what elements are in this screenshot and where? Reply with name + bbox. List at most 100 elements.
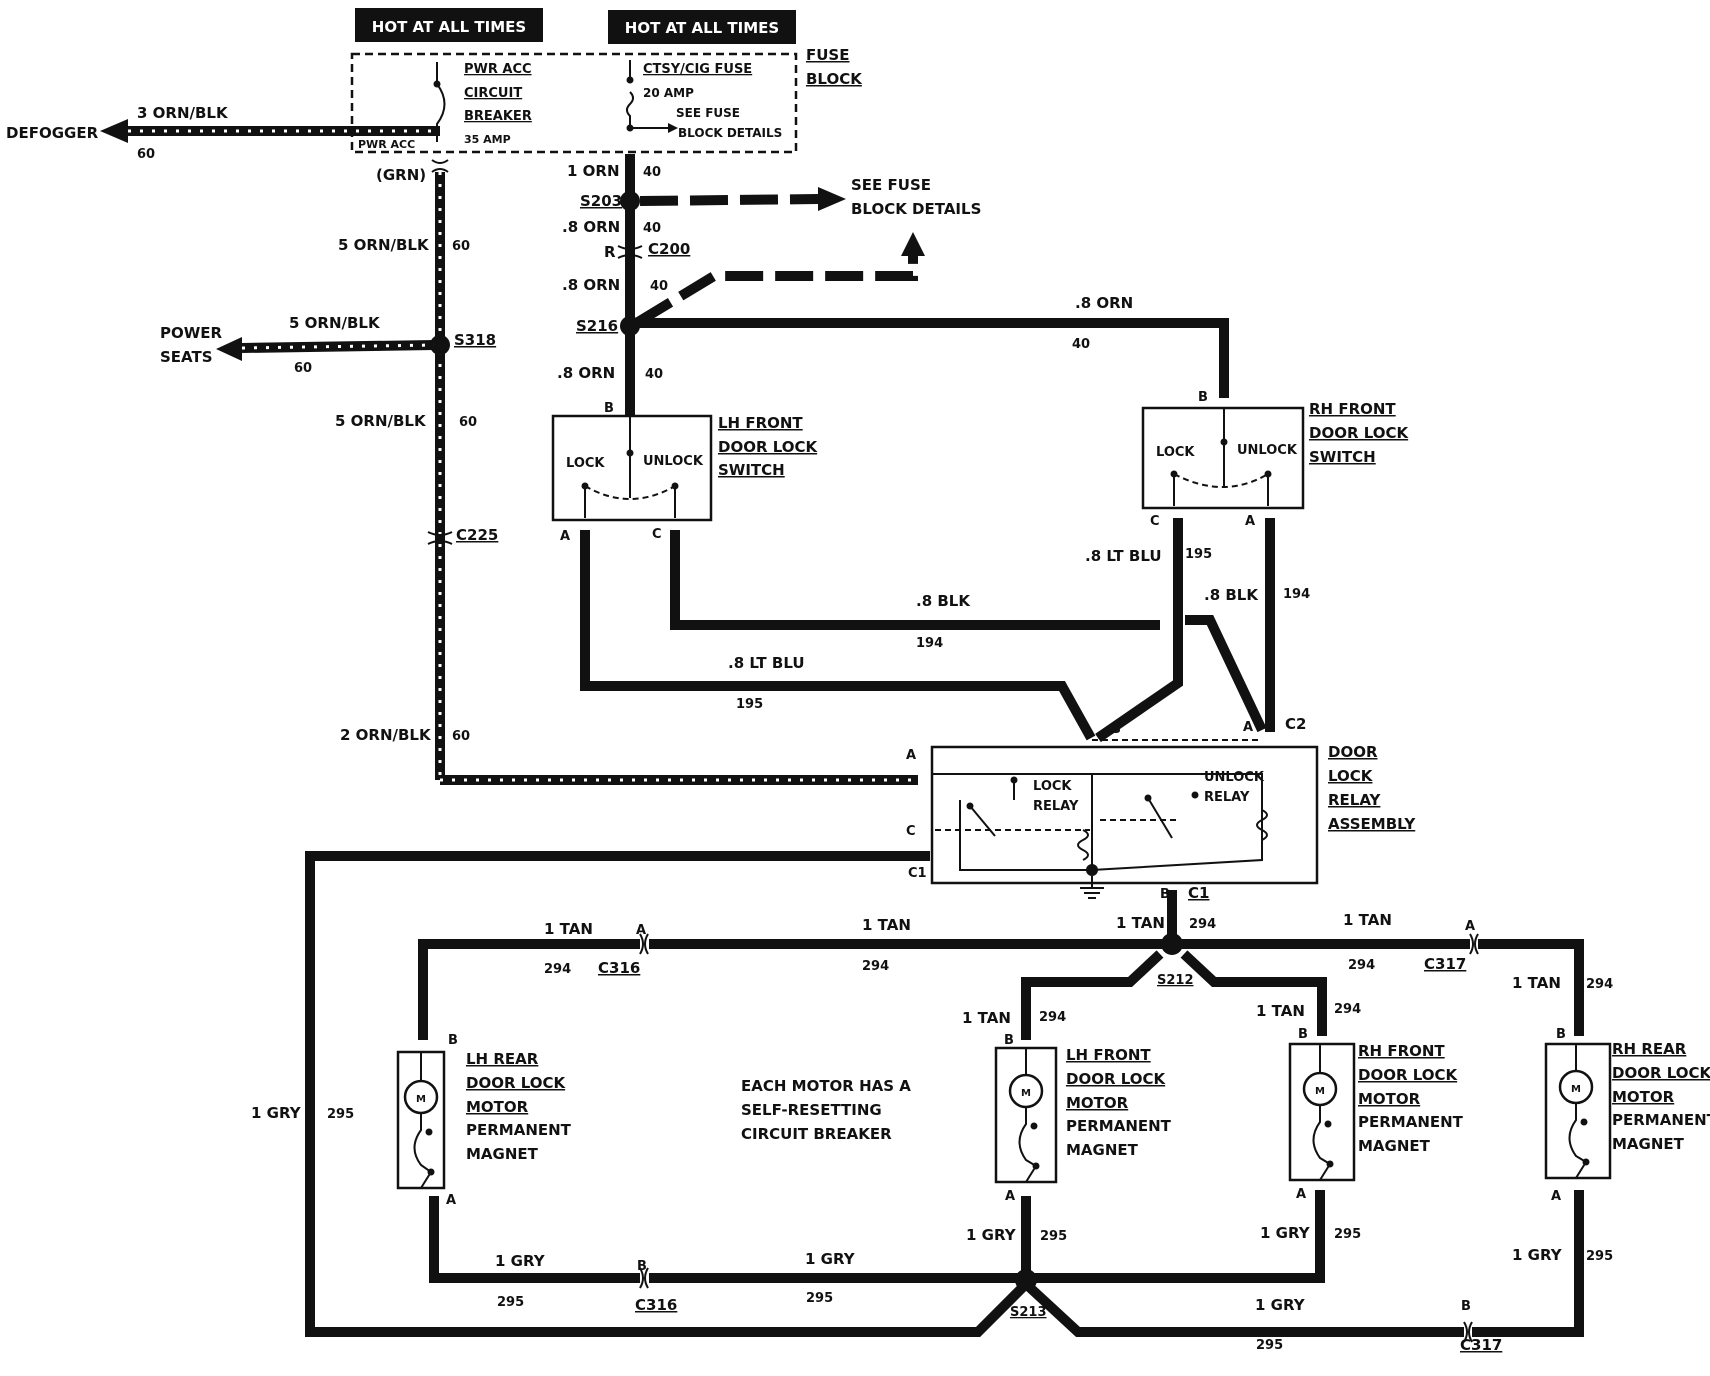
lh-front-title-2: DOOR LOCK <box>1066 1070 1167 1088</box>
rh-rear-motor-m: M <box>1571 1084 1581 1095</box>
blk-circuit-1: 194 <box>916 636 943 651</box>
orn-wire-2: .8 ORN <box>562 218 620 236</box>
unlock-relay-label-2: RELAY <box>1204 790 1250 805</box>
fuse-see-details-2: BLOCK DETAILS <box>678 126 782 140</box>
splice-s212-label: S212 <box>1157 973 1194 988</box>
relay-pin-a-left: A <box>906 748 916 763</box>
gry-wire-lh-rear <box>429 1196 1026 1283</box>
orn-blk-wire-3: 2 ORN/BLK <box>340 726 432 744</box>
unlock-relay-contact <box>1147 797 1173 839</box>
lt-blu-circuit-2: 195 <box>1185 547 1212 562</box>
unlock-relay-label-1: UNLOCK <box>1204 770 1265 785</box>
connector-c225 <box>427 531 453 545</box>
tan-circuit-rhf: 294 <box>1334 1002 1361 1017</box>
defogger-circuit: 60 <box>137 147 155 162</box>
splice-s216-label: S216 <box>576 317 618 335</box>
splice-s213 <box>1015 1269 1037 1291</box>
lh-front-title-1: LH FRONT <box>1066 1046 1151 1064</box>
c317-gry-label: C317 <box>1460 1336 1502 1354</box>
rh-switch-title-3: SWITCH <box>1309 448 1376 466</box>
orn-wire-4: .8 ORN <box>1075 294 1133 312</box>
defogger-arrow <box>100 119 128 143</box>
rh-rear-title-1: RH REAR <box>1612 1040 1687 1058</box>
connector-c1-bottom: C1 <box>1188 884 1209 902</box>
tan-wire-center: 1 TAN <box>1116 914 1165 932</box>
tan-circuit-rh: 294 <box>1348 958 1375 973</box>
gry-circuit-left: 295 <box>327 1107 354 1122</box>
lock-relay-label-1: LOCK <box>1033 779 1072 794</box>
tan-circuit-lh: 294 <box>862 959 889 974</box>
fuse-block-title-2: BLOCK <box>806 70 863 88</box>
rh-front-sub-2: MAGNET <box>1358 1137 1431 1155</box>
rh-rear-title-2: DOOR LOCK <box>1612 1064 1710 1082</box>
pwr-acc-terminal-label: PWR ACC <box>358 138 415 151</box>
connector-c2-label: C2 <box>1285 715 1306 733</box>
lh-front-sub-2: MAGNET <box>1066 1141 1139 1159</box>
ctsy-fuse-amp: 20 AMP <box>643 86 694 100</box>
lh-front-switch-box <box>551 414 713 522</box>
splice-s318 <box>430 335 450 355</box>
orn-circuit-3: 40 <box>650 279 668 294</box>
lh-switch-a-wire <box>580 530 1096 741</box>
gry-wire-mid-label: 1 GRY <box>805 1250 856 1268</box>
rh-switch-crossover-wire <box>1185 615 1267 733</box>
lh-switch-title-2: DOOR LOCK <box>718 438 819 456</box>
lh-front-motor-m: M <box>1021 1088 1031 1099</box>
lt-blu-wire-2: .8 LT BLU <box>1085 547 1162 565</box>
relay-pin-b: B <box>1111 722 1121 737</box>
hot-label-box-2 <box>608 10 796 44</box>
c316-gry-label: C316 <box>635 1296 677 1314</box>
rh-front-pin-b: B <box>1298 1027 1308 1042</box>
ctsy-fuse-symbol <box>626 60 634 128</box>
lh-rear-motor: B M A <box>396 1033 458 1208</box>
lh-switch-title-3: SWITCH <box>718 461 785 479</box>
relay-pin-b-bottom: B <box>1160 887 1170 902</box>
orn-circuit-1: 40 <box>643 165 661 180</box>
power-seats-circuit: 60 <box>294 361 312 376</box>
lh-front-pin-b: B <box>1004 1033 1014 1048</box>
power-seats-arrow <box>216 337 242 361</box>
tan-wire-lh-rear-label: 1 TAN <box>544 920 593 938</box>
relay-title-1: DOOR <box>1328 743 1378 761</box>
power-seats-label-2: SEATS <box>160 348 213 366</box>
connector-c317-tan <box>1469 933 1479 955</box>
lh-switch-unlock: UNLOCK <box>643 454 704 469</box>
motor-note-1: EACH MOTOR HAS A <box>741 1077 911 1095</box>
relay-c-gry-wire <box>305 851 1030 1337</box>
door-lock-relay-box <box>930 745 1319 885</box>
rh-rear-pin-b: B <box>1556 1027 1566 1042</box>
connector-c316-tan <box>639 933 649 955</box>
c316-tan-label: C316 <box>598 959 640 977</box>
lh-rear-title-3: MOTOR <box>466 1098 529 1116</box>
tan-circuit-rhr: 294 <box>1586 977 1613 992</box>
tan-circuit-center: 294 <box>1189 917 1216 932</box>
power-seats-wire-label: 5 ORN/BLK <box>289 314 381 332</box>
gry-circuit-lhr: 295 <box>497 1295 524 1310</box>
fuse-block-title-1: FUSE <box>806 46 849 64</box>
lh-rear-sub-2: MAGNET <box>466 1145 539 1163</box>
relay-title-4: ASSEMBLY <box>1328 815 1416 833</box>
lh-front-motor: B M A <box>994 1033 1058 1204</box>
gry-circuit-rhr: 295 <box>1256 1338 1283 1353</box>
tan-wire-rh-front <box>1180 950 1327 1036</box>
grn-connector <box>431 159 449 173</box>
c317-tan-label: C317 <box>1424 955 1466 973</box>
connector-c200-label: C200 <box>648 240 690 258</box>
rh-switch-pin-a: A <box>1245 514 1255 529</box>
splice-s203-label: S203 <box>580 192 622 210</box>
gry-circuit-rhr2: 295 <box>1586 1249 1613 1264</box>
see-fuse-details-1: SEE FUSE <box>851 176 931 194</box>
connector-c316-gry <box>639 1267 649 1289</box>
rh-front-title-2: DOOR LOCK <box>1358 1066 1459 1084</box>
rh-switch-title-1: RH FRONT <box>1309 400 1396 418</box>
lh-rear-title-1: LH REAR <box>466 1050 539 1068</box>
tan-circuit-lh-rear: 294 <box>544 962 571 977</box>
orn-blk-circuit-1: 60 <box>452 239 470 254</box>
orn-blk-circuit-2: 60 <box>459 415 477 430</box>
tan-wire-rhr-label: 1 TAN <box>1512 974 1561 992</box>
splice-s213-label: S213 <box>1010 1305 1047 1320</box>
blk-wire-1: .8 BLK <box>916 592 971 610</box>
splice-s203 <box>620 191 640 211</box>
splice-s318-label: S318 <box>454 331 496 349</box>
